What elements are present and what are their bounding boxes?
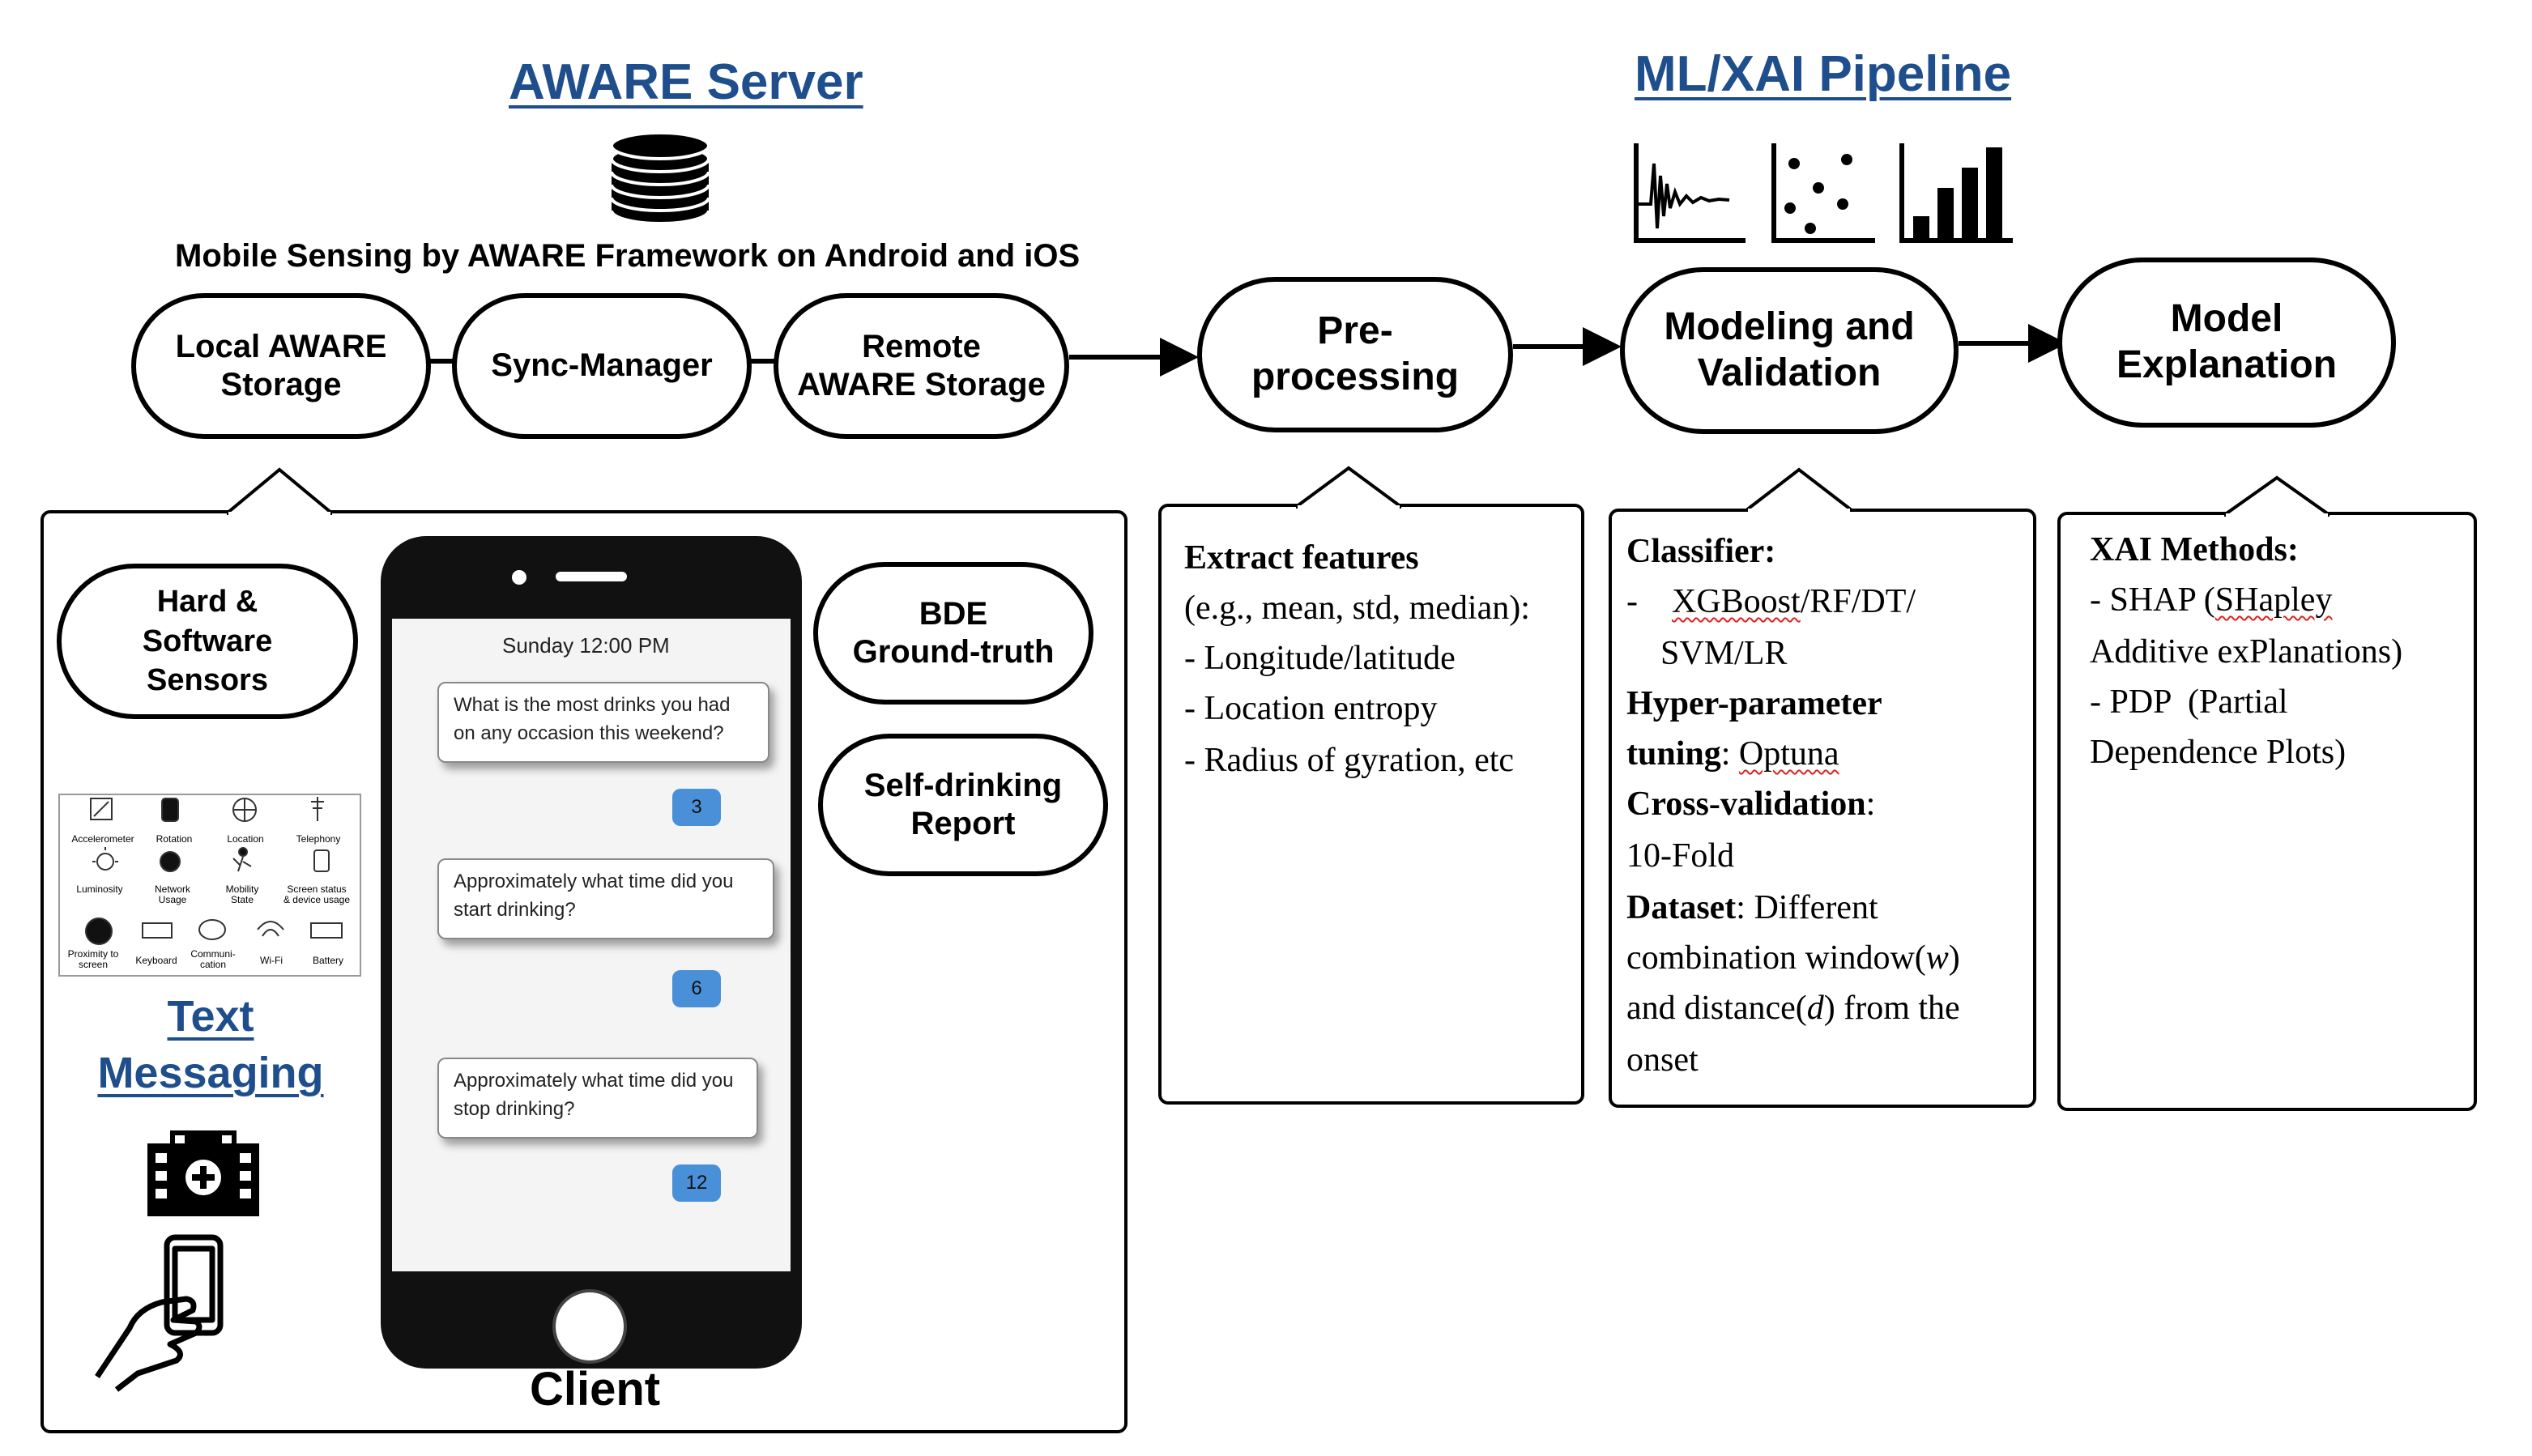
message-bubble-1: What is the most drinks you had on any o… [437, 682, 769, 763]
classifier-xgboost: XGBoost [1672, 583, 1801, 620]
xai-line-1-prefix: - SHAP ( [2090, 581, 2215, 619]
dataset-line-3-end: ) from the [1823, 990, 1960, 1027]
preprocessing-panel [1158, 504, 1584, 1105]
hospital-building-icon [147, 1130, 259, 1216]
modeling-panel [1609, 509, 2036, 1108]
model-explanation-node: Model Explanation [2057, 258, 2396, 428]
classifier-label: Classifier: [1626, 533, 1776, 570]
dataset-value: : Different [1736, 889, 1878, 926]
cv-sep: : [1865, 785, 1876, 823]
ml-pipeline-title: ML/XAI Pipeline [1635, 46, 2012, 102]
database-icon [610, 131, 710, 225]
preprocessing-heading: Extract features [1184, 539, 1419, 577]
classifier-rest: /RF/DT/ [1800, 583, 1916, 620]
dataset-line-1: Dataset: Different [1626, 883, 1878, 934]
sensor-label-keyboard: Keyboard [135, 955, 177, 966]
sensor-icons [85, 797, 343, 945]
bde-ground-truth-node: BDE Ground-truth [813, 562, 1093, 705]
dataset-line-4: onset [1626, 1041, 1699, 1079]
window-symbol: w [1925, 939, 1949, 977]
phone-home-button[interactable] [552, 1289, 627, 1364]
xai-line-4: Dependence Plots) [2090, 734, 2347, 771]
sensor-label-proximity: Proximity to screen [67, 948, 119, 971]
client-label: Client [530, 1363, 661, 1416]
xai-line-3: - PDP (Partial [2090, 683, 2288, 721]
xai-line-1: - SHAP (SHapley [2090, 575, 2332, 626]
hand-holding-phone-icon [95, 1234, 224, 1392]
preprocessing-line-3: - Location entropy [1184, 690, 1438, 727]
aware-server-subtitle: Mobile Sensing by AWARE Framework on And… [175, 238, 1081, 274]
preprocessing-callout-pointer [1296, 466, 1401, 509]
sensor-label-luminosity: Luminosity [76, 883, 123, 895]
tuning-label: tuning [1626, 735, 1721, 773]
answer-chip-3: 12 [672, 1164, 721, 1202]
bar-chart-icon [1899, 143, 2013, 243]
tuning-line: tuning: Optuna [1626, 729, 1839, 780]
sensor-label-network-usage: Network Usage [154, 883, 190, 906]
preprocessing-node: Pre- processing [1197, 277, 1513, 432]
dataset-line-2: combination window(w) [1626, 933, 1960, 984]
hyper-label: Hyper-parameter [1626, 685, 1882, 722]
phone-speaker [556, 572, 627, 581]
local-aware-storage-node: Local AWARE Storage [131, 293, 431, 439]
sensors-node: Hard & Software Sensors [57, 564, 358, 719]
sensor-label-accelerometer: Accelerometer [71, 833, 134, 845]
dataset-label: Dataset [1626, 889, 1737, 926]
dataset-line-3: and distance(d) from the [1626, 983, 1960, 1034]
answer-chip-1: 3 [672, 789, 721, 826]
sensor-label-communication: Communi- cation [190, 948, 236, 971]
sensor-label-wifi: Wi-Fi [260, 955, 283, 966]
sensor-label-battery: Battery [312, 955, 343, 966]
distance-symbol: d [1806, 990, 1824, 1027]
text-messaging-title: Text Messaging [97, 992, 324, 1098]
preprocessing-line-1: (e.g., mean, std, median): [1184, 590, 1530, 627]
dataset-line-2-end: ) [1948, 939, 1960, 977]
tuning-sep: : [1720, 735, 1739, 773]
explanation-callout-pointer [2224, 475, 2330, 517]
xai-heading: XAI Methods: [2090, 531, 2299, 568]
phone-camera [512, 570, 526, 585]
xai-line-2: Additive exPlanations) [2090, 633, 2403, 671]
signal-waveform-icon [1634, 143, 1746, 243]
classifier-line-2: SVM/LR [1660, 635, 1788, 672]
cv-label: Cross-validation [1626, 785, 1866, 823]
classifier-dash: - [1626, 583, 1638, 620]
sensor-grid [58, 794, 361, 977]
modeling-validation-node: Modeling and Validation [1620, 267, 1959, 434]
dataset-line-2-text: combination window( [1626, 939, 1926, 977]
classifier-line: - XGBoost/RF/DT/ [1626, 577, 1916, 628]
phone-time: Sunday 12:00 PM [502, 633, 670, 658]
preprocessing-line-2: - Longitude/latitude [1184, 640, 1456, 677]
message-bubble-2: Approximately what time did you start dr… [437, 858, 774, 939]
answer-chip-2: 6 [672, 970, 721, 1007]
xai-shapley-word: SHapley [2214, 581, 2333, 619]
aware-server-title: AWARE Server [509, 54, 863, 110]
scatter-plot-icon [1771, 143, 1875, 243]
preprocessing-line-4: - Radius of gyration, etc [1184, 742, 1515, 779]
dataset-line-3-text: and distance( [1626, 990, 1807, 1027]
remote-aware-storage-node: Remote AWARE Storage [774, 293, 1069, 439]
sync-manager-node: Sync-Manager [452, 293, 752, 439]
message-bubble-3: Approximately what time did you stop dri… [437, 1058, 758, 1139]
cv-line: Cross-validation: [1626, 779, 1875, 830]
sensor-label-screen-status: Screen status & device usage [283, 883, 351, 906]
tuning-value: Optuna [1738, 735, 1839, 773]
sensor-label-telephony: Telephony [296, 833, 341, 845]
sensor-label-mobility-state: Mobility State [225, 883, 259, 906]
sensor-label-rotation: Rotation [156, 833, 193, 845]
modeling-callout-pointer [1746, 467, 1852, 512]
cv-value: 10-Fold [1626, 837, 1735, 875]
client-callout-pointer [227, 467, 332, 515]
self-drinking-report-node: Self-drinking Report [818, 734, 1108, 876]
sensor-label-location: Location [227, 833, 264, 845]
